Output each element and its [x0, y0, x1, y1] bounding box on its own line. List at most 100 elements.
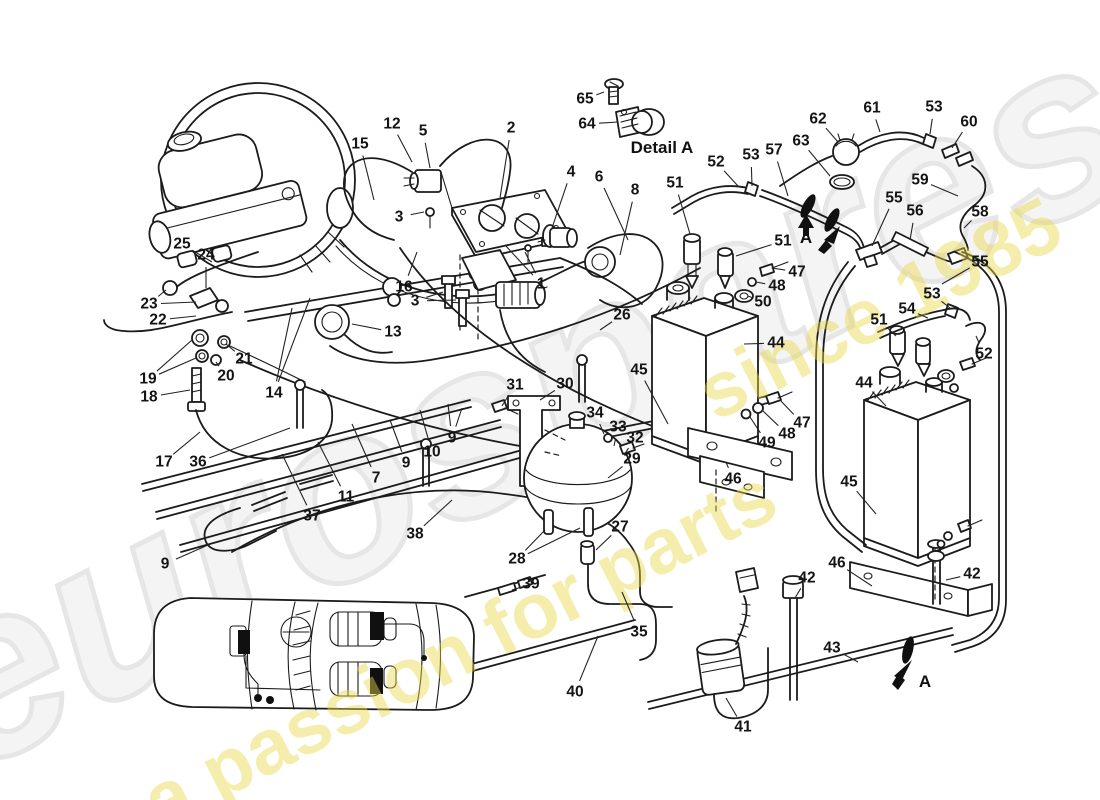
part-callout-42: 42: [963, 566, 980, 583]
callout-leader: [397, 134, 413, 163]
part-callout-30: 30: [556, 376, 573, 393]
callout-leader: [603, 187, 629, 241]
arrow-a-label: A: [800, 228, 812, 247]
callout-leader: [501, 394, 510, 407]
callout-leader: [426, 299, 457, 302]
callout-leader: [595, 534, 612, 551]
arrow-a-label: A: [919, 672, 931, 691]
callout-leader: [755, 281, 766, 285]
part-callout-3: 3: [395, 209, 404, 226]
part-callout-21: 21: [235, 351, 253, 368]
callout-leader: [158, 357, 197, 375]
callout-leader: [423, 499, 453, 527]
part-callout-17: 17: [155, 454, 172, 471]
part-callout-7: 7: [372, 470, 381, 487]
part-callout-2: 2: [507, 120, 516, 137]
callout-leader: [160, 389, 191, 396]
callout-leader: [175, 544, 209, 560]
callout-leader: [598, 121, 619, 124]
part-callout-57: 57: [765, 142, 782, 159]
union-fittings: [162, 280, 334, 460]
callout-leader: [607, 466, 623, 479]
callout-leader: [846, 569, 873, 587]
part-callout-23: 23: [140, 296, 158, 313]
part-callout-31: 31: [506, 377, 524, 394]
callout-leader: [447, 403, 452, 427]
part-callout-15: 15: [351, 136, 369, 153]
part-callout-26: 26: [613, 307, 631, 324]
part-callout-9: 9: [402, 455, 411, 472]
part-callout-19: 19: [139, 371, 157, 388]
part-callout-34: 34: [586, 405, 604, 422]
part-callout-44: 44: [767, 335, 785, 352]
part-callout-27: 27: [611, 519, 628, 536]
part-callout-4: 4: [567, 164, 576, 181]
part-callout-20: 20: [217, 368, 234, 385]
hose-43: [647, 627, 954, 710]
hose-35: [587, 563, 657, 661]
canister-right: [849, 303, 993, 617]
callout-leader: [499, 139, 510, 199]
part-callout-59: 59: [911, 172, 929, 189]
callout-leader: [172, 431, 201, 455]
callout-leader: [225, 343, 236, 352]
purge-solenoid: [696, 567, 804, 720]
part-callout-1: 1: [537, 276, 546, 293]
clip-arrows-upper: [798, 194, 840, 254]
callout-leader: [871, 391, 887, 407]
part-callout-37: 37: [303, 508, 320, 525]
callout-leader: [407, 251, 418, 276]
callout-leader: [215, 361, 220, 367]
callout-leader: [362, 155, 375, 201]
part-callout-18: 18: [140, 389, 158, 406]
part-callout-48: 48: [778, 426, 796, 443]
part-callout-16: 16: [395, 279, 413, 296]
canister-left: [651, 233, 793, 513]
callout-leader: [281, 453, 308, 506]
callout-leader: [842, 653, 859, 663]
callout-leader: [794, 588, 802, 599]
callout-leader: [644, 380, 669, 425]
part-callout-51: 51: [870, 312, 888, 329]
part-callout-41: 41: [734, 719, 752, 736]
callout-leader: [951, 131, 963, 149]
callout-leader: [975, 335, 980, 344]
callout-leader: [725, 697, 738, 717]
callout-leader: [619, 201, 633, 256]
callout-leader: [941, 267, 970, 285]
part-callout-28: 28: [508, 551, 526, 568]
callout-leader: [747, 295, 753, 299]
clip-arrow-lower: [892, 636, 914, 690]
mid-hoses: [239, 247, 701, 447]
callout-leader: [808, 149, 831, 177]
section-label-layer: Detail A A A: [631, 138, 931, 691]
callout-leader: [825, 127, 839, 143]
callout-leader: [426, 291, 444, 298]
detail-a-parts: [604, 78, 665, 138]
callout-leader: [599, 423, 605, 435]
callout-leader: [160, 301, 197, 305]
callout-leader: [613, 438, 617, 447]
part-callout-53: 53: [925, 99, 943, 116]
detail-a-label: Detail A: [631, 138, 694, 157]
part-callout-35: 35: [630, 624, 648, 641]
callout-leader: [351, 323, 382, 331]
callout-leader: [677, 194, 691, 235]
callout-leader: [625, 447, 629, 453]
callout-leader: [749, 416, 761, 434]
part-callout-12: 12: [383, 116, 400, 133]
callout-leader: [579, 635, 599, 682]
callout-leader: [596, 91, 605, 96]
part-callout-55: 55: [885, 190, 903, 207]
part-callout-33: 33: [609, 419, 627, 436]
part-callout-65: 65: [576, 91, 594, 108]
part-callout-9: 9: [448, 430, 457, 447]
callout-leader: [779, 399, 795, 415]
right-pipework: [671, 131, 1007, 653]
callout-leader: [157, 289, 167, 297]
callout-leader: [917, 313, 929, 319]
callout-leader: [909, 222, 914, 241]
callout-leader: [511, 587, 520, 591]
callout-leader: [963, 220, 972, 229]
part-callout-9: 9: [161, 556, 170, 573]
